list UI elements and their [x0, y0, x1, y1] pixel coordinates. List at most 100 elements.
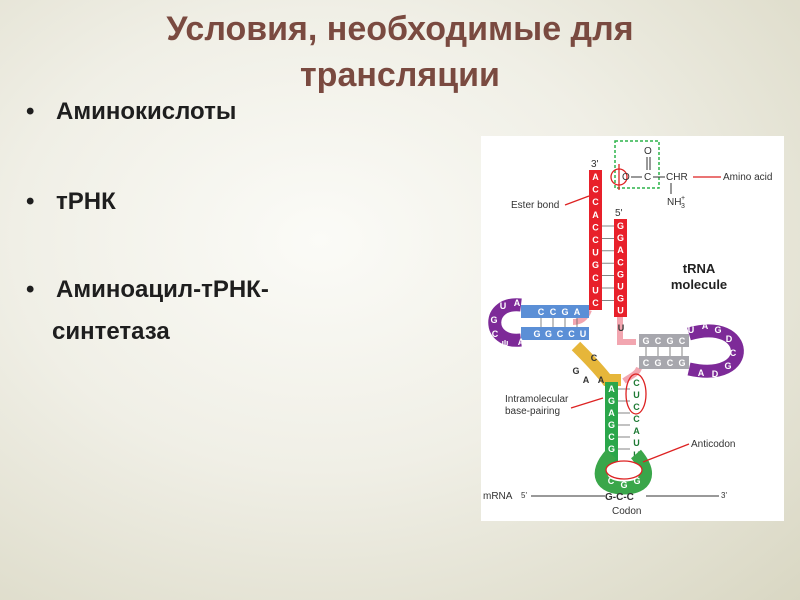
bullet-item-synthetase: • Аминоацил-тРНК-: [26, 276, 269, 304]
bullet-text: Аминоацил-тРНК-: [56, 276, 269, 303]
nucleotide-base: G: [592, 260, 599, 270]
nucleotide-base: C: [679, 336, 686, 346]
intramolecular-pairing-marker: [625, 373, 647, 415]
nucleotide-base: C: [655, 336, 662, 346]
nucleotide-base: C: [617, 257, 624, 267]
mrna-label: mRNA: [483, 491, 513, 502]
codon-label: Codon: [612, 506, 641, 517]
nucleotide-base: G: [617, 294, 624, 304]
three-prime-label: 3': [591, 159, 599, 170]
nucleotide-base: G: [654, 358, 661, 368]
nucleotide-base: A: [608, 408, 615, 418]
nucleotide-base: U: [633, 390, 640, 400]
t-arm-pair-lines: [645, 347, 683, 356]
nucleotide-base: G: [633, 476, 640, 486]
nucleotide-base: G: [533, 329, 540, 339]
anticodon-pointer: [642, 443, 690, 463]
nucleotide-base: C: [592, 197, 599, 207]
nucleotide-base: G: [490, 315, 497, 325]
nucleotide-base: G: [545, 329, 552, 339]
t-arm-bottom: [639, 356, 689, 369]
nucleotide-base: A: [698, 368, 705, 378]
nucleotide-base: G: [666, 336, 673, 346]
nucleotide-base: A: [608, 384, 615, 394]
nucleotide-base: U: [617, 306, 624, 316]
nucleotide-base: G: [608, 420, 615, 430]
nucleotide-base: U: [500, 301, 507, 311]
nucleotide-base: C: [550, 307, 557, 317]
nucleotide-base: C: [492, 329, 499, 339]
nucleotide-base: A: [633, 426, 640, 436]
nucleotide-base: C: [568, 329, 575, 339]
nucleotide-base: G: [678, 358, 685, 368]
nucleotide-base: A: [592, 210, 599, 220]
bullet-marker: •: [26, 188, 35, 215]
nucleotide-base: A: [617, 245, 624, 255]
chem-o-ester: O: [622, 172, 630, 183]
d-arm-bottom: [521, 327, 589, 340]
ester-bond-label: Ester bond: [511, 200, 559, 211]
nucleotide-base: G: [620, 480, 627, 490]
nucleotide-base: C: [592, 298, 599, 308]
nucleotide-base: G: [608, 396, 615, 406]
ester-bond-box: [614, 140, 660, 189]
ester-bond-pointer: [564, 195, 590, 206]
nucleotide-base: G: [617, 221, 624, 231]
nucleotide-base: U: [633, 438, 640, 448]
bullet-marker: •: [26, 276, 35, 303]
anticodon-stem-left: [605, 382, 618, 464]
intramolecular-label-line-2: base-pairing: [505, 406, 560, 417]
nucleotide-base: C: [592, 235, 599, 245]
chem-o-carbonyl: O: [644, 146, 652, 157]
bullet-marker: •: [26, 98, 35, 125]
chem-plus: +: [681, 195, 685, 202]
chem-sub3: 3: [681, 203, 685, 210]
diagram-title-line-1: tRNA: [683, 261, 716, 276]
nucleotide-base: C: [633, 414, 640, 424]
nucleotide-base: G: [642, 336, 649, 346]
nucleotide-base: C: [538, 307, 545, 317]
nucleotide-base: ψ: [502, 338, 509, 348]
intramolecular-label-line-1: Intramolecular: [505, 394, 569, 405]
nucleotide-base: G: [561, 307, 568, 317]
nucleotide-base: A: [518, 337, 525, 347]
acceptor-stem-3prime: [589, 170, 602, 310]
nucleotide-base: U: [617, 282, 624, 292]
nucleotide-base: C: [643, 358, 650, 368]
d-arm-top: [521, 305, 589, 318]
anticodon-label: Anticodon: [691, 439, 735, 450]
nucleotide-base: G: [724, 361, 731, 371]
nucleotide-base: U: [688, 325, 695, 335]
nucleotide-base: G: [608, 444, 615, 454]
chem-chr: CHR: [666, 172, 688, 183]
nucleotide-base: A: [592, 172, 599, 182]
nucleotide-base: D: [712, 369, 719, 379]
bullet-text: тРНК: [56, 188, 116, 215]
nucleotide-base: C: [633, 402, 640, 412]
nucleotide-base: C: [667, 358, 674, 368]
anticodon-pair-lines: [618, 388, 630, 450]
pink-connector: [617, 317, 631, 345]
chem-nh3: NH: [667, 197, 681, 208]
nucleotide-base: C: [633, 378, 640, 388]
bullet-continuation: синтетаза: [52, 318, 170, 345]
nucleotide-base: U: [618, 323, 625, 333]
nucleotide-base: G: [617, 233, 624, 243]
mrna-five-prime: 5': [521, 491, 527, 500]
mrna-three-prime: 3': [721, 491, 727, 500]
nucleotide-base: A: [583, 375, 590, 385]
slide-title: Условия, необходимые для трансляции: [0, 6, 800, 98]
nucleotide-base: A: [598, 375, 605, 385]
nucleotide-base: C: [592, 222, 599, 232]
d-loop: [488, 298, 522, 347]
nucleotide-base: C: [557, 329, 564, 339]
